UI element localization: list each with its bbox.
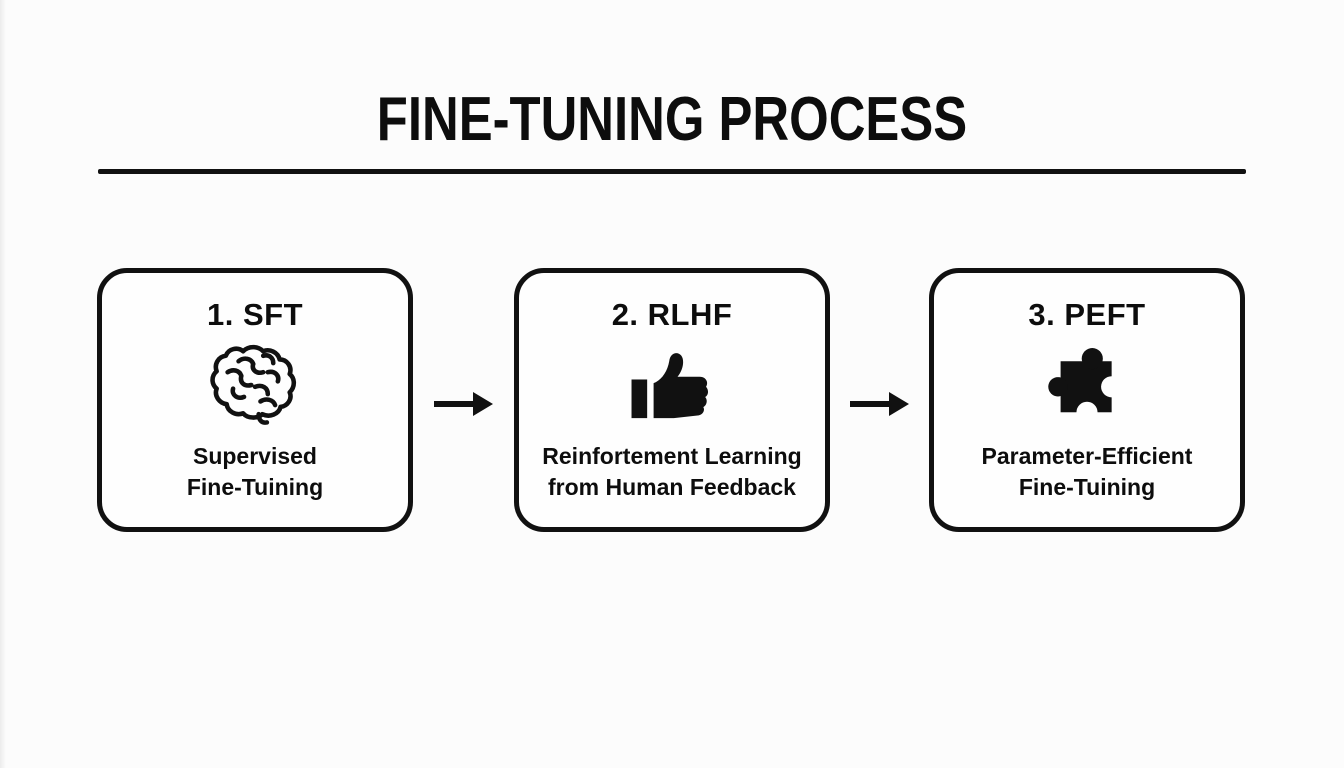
step-heading-sft: 1. SFT [206, 297, 303, 332]
step-label-line: Supervised [192, 443, 317, 469]
step-label-line: from Human Feedback [548, 474, 796, 500]
step-box-rlhf: 2. RLHF Reinfortement Learning from Huma… [514, 268, 830, 532]
page-title-text: FINE-TUNING PROCESS [376, 85, 968, 154]
page-title: FINE-TUNING PROCESS [0, 88, 1344, 168]
step-label-line: Reinfortement Learning [542, 443, 802, 469]
step-box-sft: 1. SFT Supervised Fine-Tuining [97, 268, 413, 532]
step-label-sft: Supervised Fine-Tuining [181, 441, 329, 503]
title-underline [98, 169, 1246, 174]
step-heading-rlhf: 2. RLHF [611, 297, 733, 332]
arrow-right-icon [847, 384, 911, 424]
step-label-line: Fine-Tuining [1018, 474, 1156, 500]
step-label-peft: Parameter-Efficient Fine-Tuining [976, 441, 1199, 503]
step-label-rlhf: Reinfortement Learning from Human Feedba… [536, 441, 807, 503]
step-label-line: Parameter-Efficient [981, 443, 1193, 469]
puzzle-piece-icon [1043, 341, 1131, 429]
step-heading-peft: 3. PEFT [1028, 297, 1146, 332]
step-box-peft: 3. PEFT Parameter-Efficient Fine-Tuining [929, 268, 1245, 532]
arrow-right-icon [431, 384, 495, 424]
left-edge-shade [0, 0, 6, 768]
brain-icon [209, 341, 301, 429]
step-label-line: Fine-Tuining [186, 474, 324, 500]
thumbs-up-icon [626, 341, 718, 429]
